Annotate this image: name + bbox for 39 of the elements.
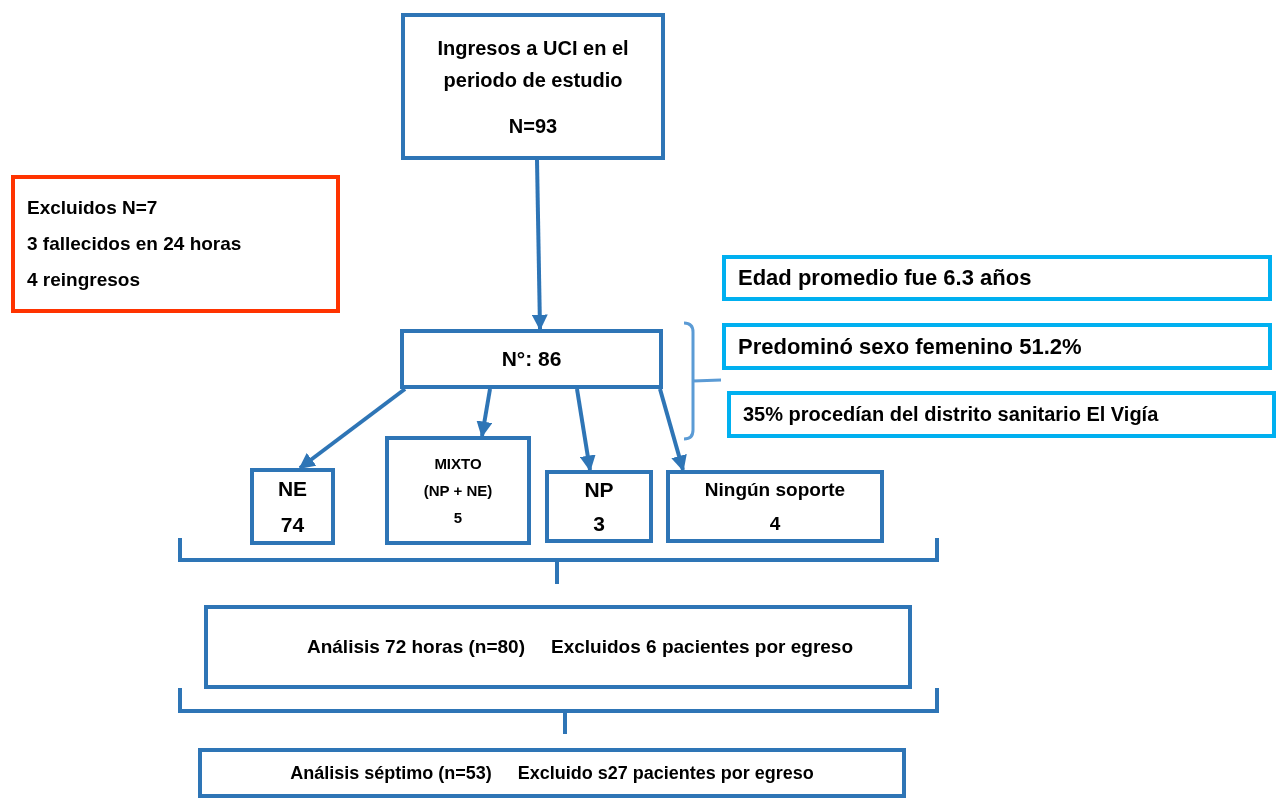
body-text: 3 fallecidos en 24 horas bbox=[27, 233, 242, 255]
body-text: 5 bbox=[453, 509, 463, 526]
heading-text: Ningún soporte bbox=[704, 478, 846, 501]
heading-text: NP bbox=[584, 477, 614, 502]
body-text: Edad promedio fue 6.3 años bbox=[738, 265, 1032, 291]
info-box bbox=[727, 391, 1276, 438]
body-text: Excluidos 6 pacientes por egreso bbox=[551, 636, 854, 658]
arrow bbox=[476, 388, 493, 438]
exclusion-box bbox=[11, 175, 340, 313]
heading-text: Análisis 72 horas (n=80) bbox=[306, 636, 526, 658]
info-box bbox=[722, 255, 1272, 301]
body-text: 4 reingresos bbox=[27, 269, 140, 291]
heading-text: NE bbox=[277, 476, 308, 501]
process-box bbox=[401, 13, 665, 160]
analysis-box bbox=[198, 748, 906, 798]
process-box bbox=[400, 329, 663, 389]
arrow bbox=[575, 388, 596, 472]
arrow bbox=[658, 388, 687, 472]
group-box bbox=[385, 436, 531, 545]
body-text: (NP + NE) bbox=[423, 482, 493, 499]
group-box bbox=[250, 468, 335, 545]
heading-text: MIXTO bbox=[434, 455, 482, 472]
arrow bbox=[531, 159, 548, 331]
analysis-box bbox=[204, 605, 912, 689]
body-text: Predominó sexo femenino 51.2% bbox=[738, 333, 1082, 360]
body-text: 35% procedían del distrito sanitario El Vigía bbox=[743, 403, 1159, 426]
body-text: N°: 86 bbox=[501, 347, 562, 371]
heading-text: Ingresos a UCI en el periodo de estudio bbox=[436, 35, 630, 93]
body-text: N=93 bbox=[508, 113, 558, 139]
info-box bbox=[722, 323, 1272, 370]
heading-text: Excluidos N=7 bbox=[27, 197, 158, 219]
body-text: 4 bbox=[769, 512, 781, 535]
heading-text: Análisis séptimo (n=53) bbox=[290, 762, 492, 784]
group-box bbox=[666, 470, 884, 543]
arrow bbox=[298, 387, 407, 470]
group-box bbox=[545, 470, 653, 543]
body-text: 74 bbox=[280, 512, 305, 537]
body-text: 3 bbox=[593, 511, 605, 536]
body-text: Excluido s27 pacientes por egreso bbox=[517, 762, 814, 784]
